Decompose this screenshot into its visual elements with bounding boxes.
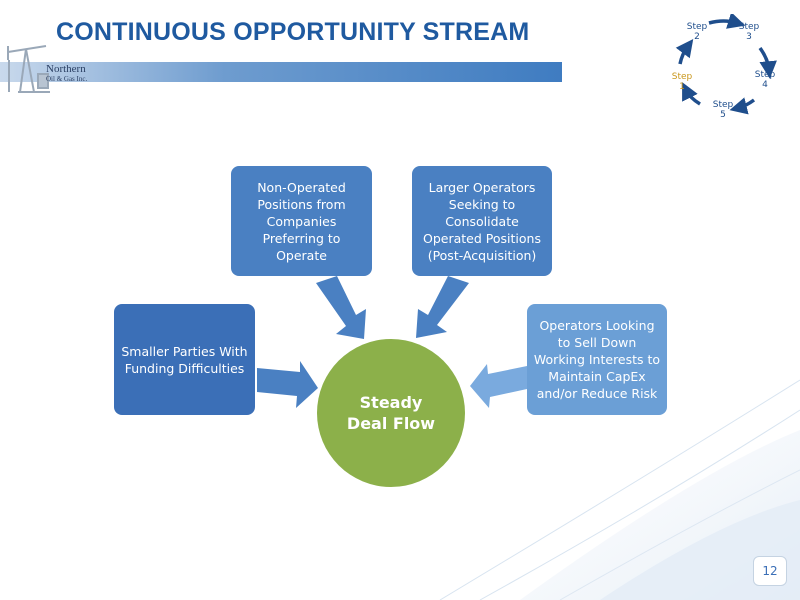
- cycle-step-label: Step: [686, 22, 708, 32]
- arrow-left: [257, 361, 318, 408]
- source-label: Non-Operated Positions from Companies Pr…: [257, 179, 346, 263]
- source-box-larger-operators: Larger Operators Seeking to Consolidate …: [412, 166, 552, 276]
- cycle-step-label: Step: [671, 72, 693, 82]
- arrow-top-right: [416, 276, 469, 338]
- source-box-non-operated: Non-Operated Positions from Companies Pr…: [231, 166, 372, 276]
- source-label: Smaller Parties With Funding Difficultie…: [121, 343, 248, 376]
- logo-name: Northern: [46, 63, 86, 75]
- cycle-step-number: 2: [694, 32, 700, 42]
- pumpjack-icon: [7, 45, 50, 93]
- cycle-step-label: Step: [712, 100, 734, 110]
- arrow-top-left: [316, 276, 366, 339]
- cycle-step-label: Step: [738, 22, 760, 32]
- page-title: CONTINUOUS OPPORTUNITY STREAM: [56, 18, 530, 46]
- logo-subtitle: Oil & Gas Inc.: [46, 75, 88, 83]
- cycle-step-label: Step: [754, 70, 776, 80]
- source-label: Operators Looking to Sell Down Working I…: [533, 318, 661, 401]
- company-logo: [6, 40, 116, 98]
- page-number: 12: [753, 556, 787, 586]
- source-label: Larger Operators Seeking to Consolidate …: [423, 179, 541, 263]
- source-box-smaller-parties: Smaller Parties With Funding Difficultie…: [114, 304, 255, 415]
- cycle-step-number: 3: [746, 32, 752, 42]
- source-box-sell-down: Operators Looking to Sell Down Working I…: [527, 304, 667, 415]
- cycle-step-number: 5: [720, 110, 726, 120]
- cycle-arrows: [675, 14, 777, 115]
- arrow-right: [470, 364, 527, 408]
- center-circle: Steady Deal Flow: [317, 339, 465, 487]
- center-label: Steady Deal Flow: [346, 393, 436, 433]
- cycle-step-number: 1: [679, 82, 685, 92]
- cycle-step-number: 4: [762, 80, 768, 90]
- header-bar: [0, 62, 562, 82]
